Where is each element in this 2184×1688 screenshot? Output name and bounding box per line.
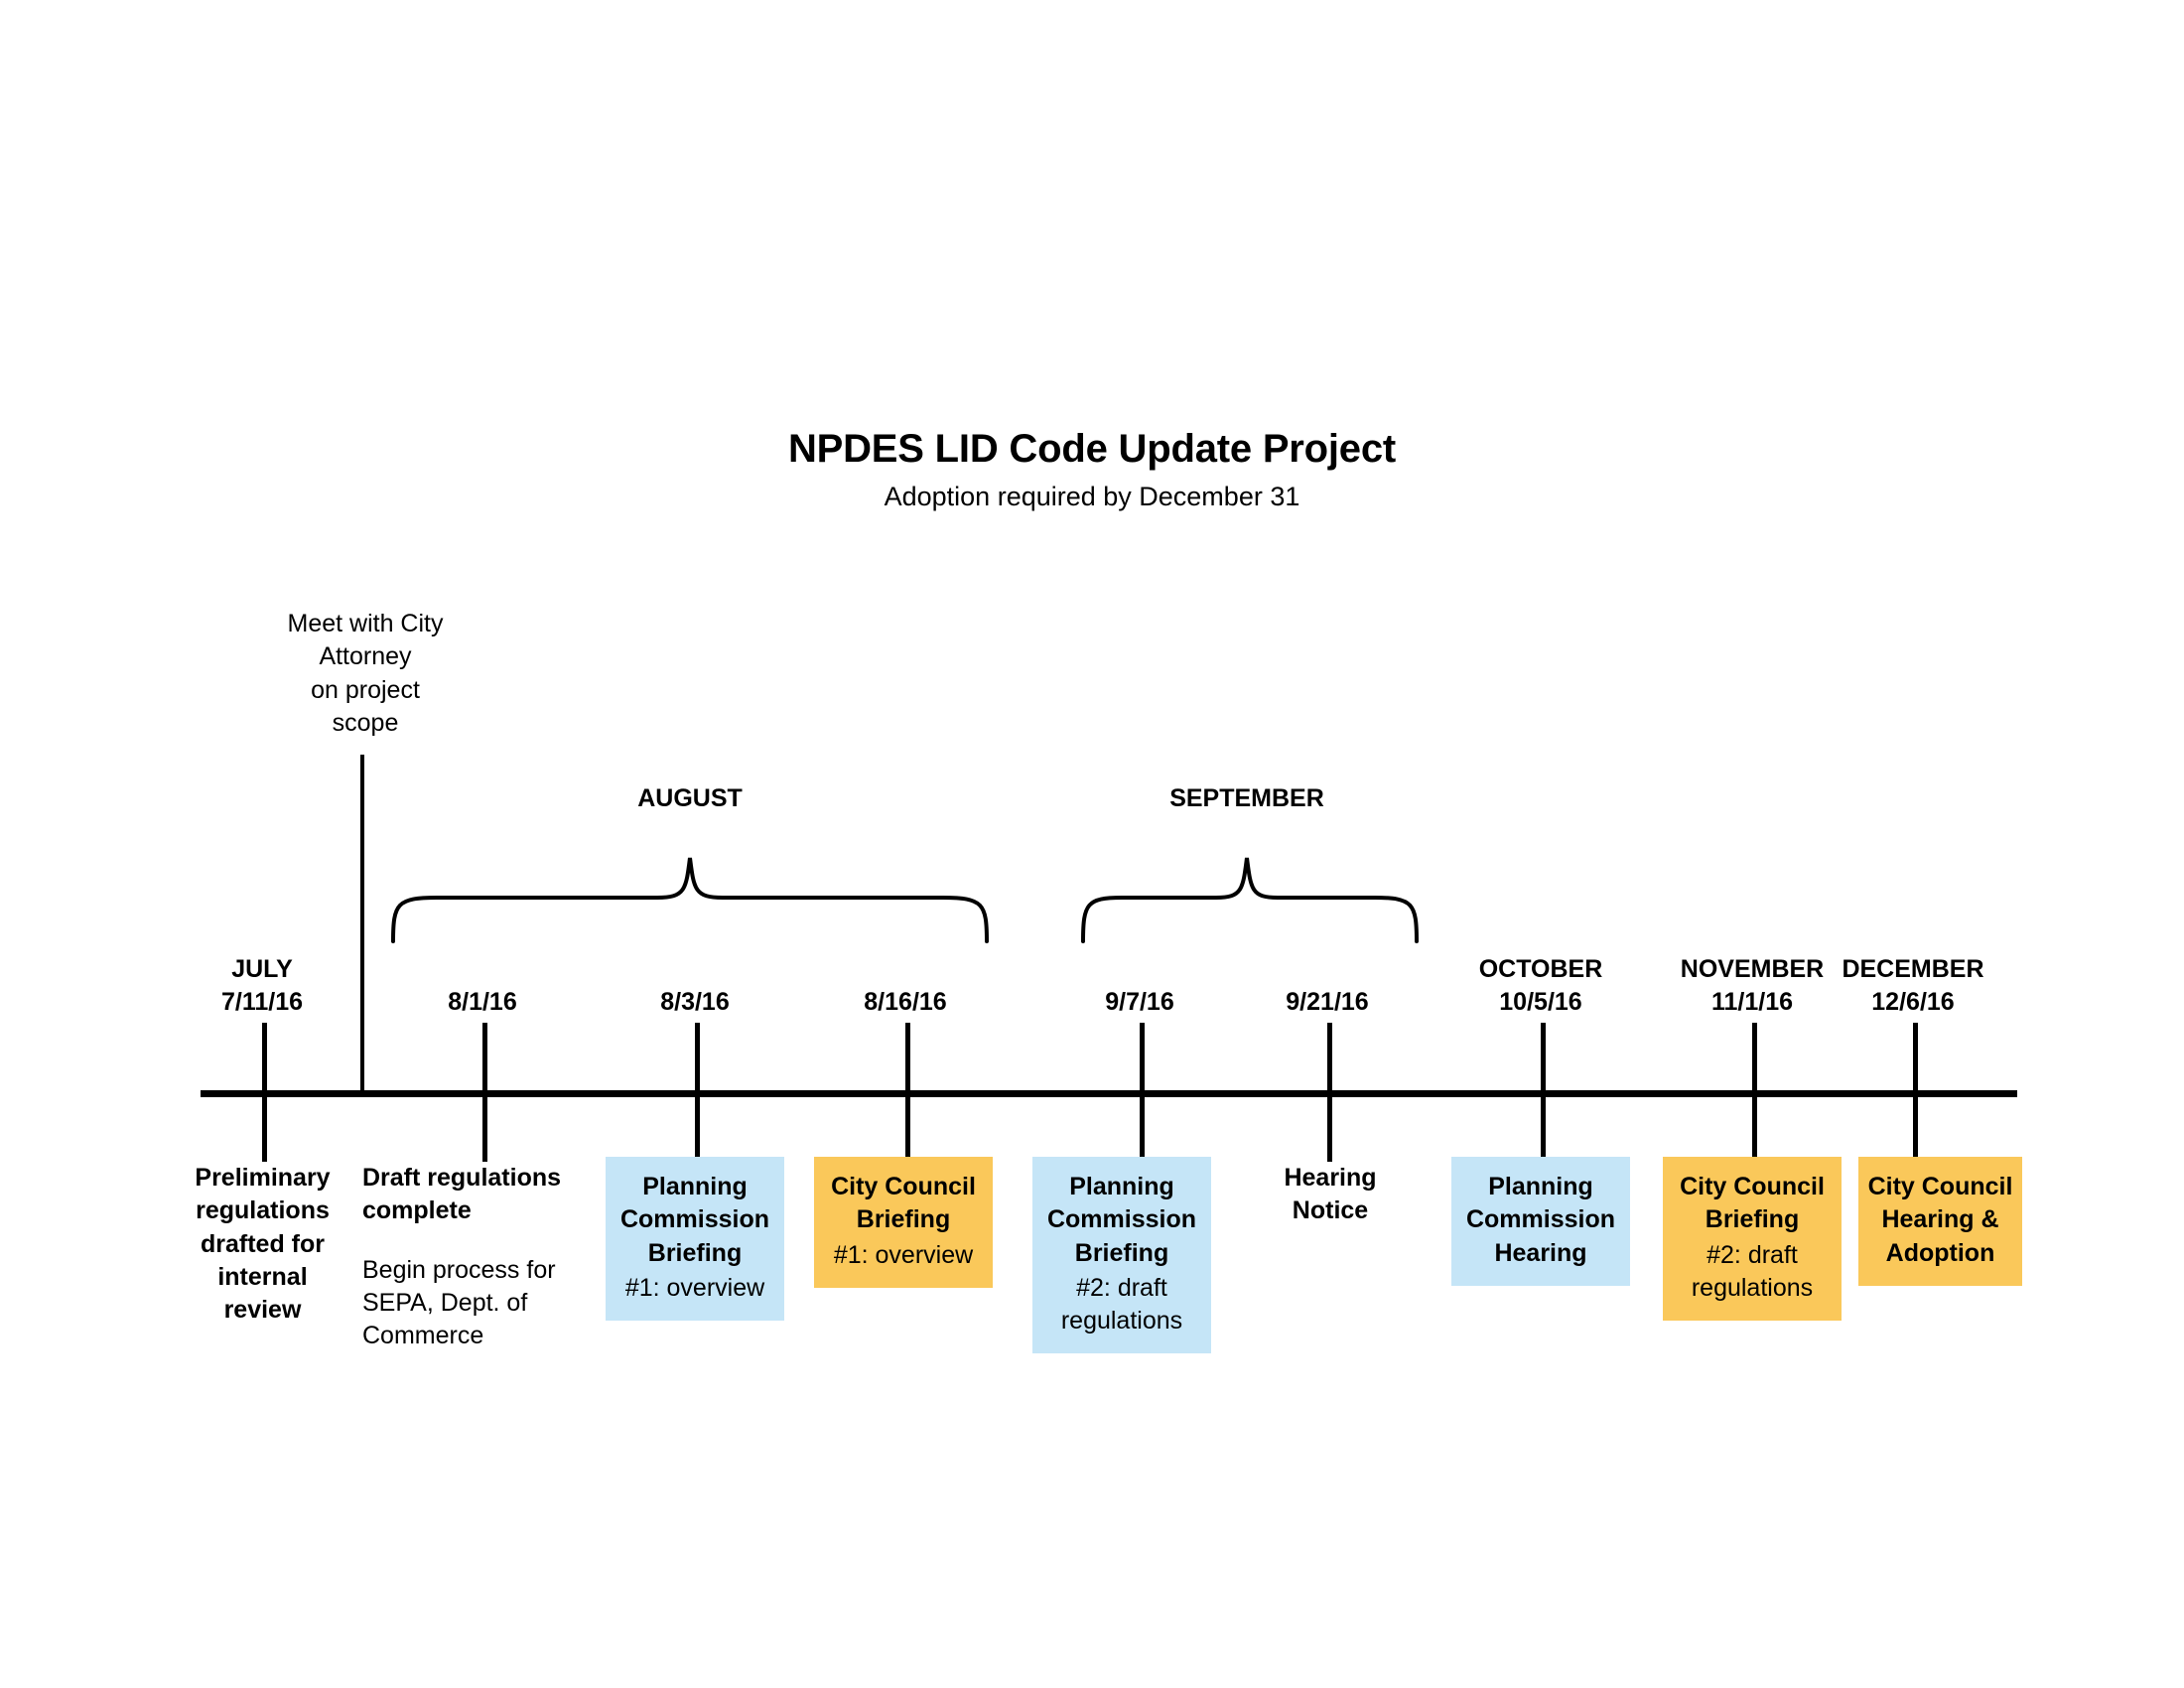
tick-mark <box>1752 1023 1757 1162</box>
date-label-date: 12/6/16 <box>1871 988 1955 1016</box>
tick-mark <box>905 1023 910 1162</box>
brace-august-icon <box>391 857 989 943</box>
brace-august <box>387 854 993 943</box>
date-label-5: 9/21/16 <box>1228 986 1427 1019</box>
date-label-date: 10/5/16 <box>1499 988 1582 1016</box>
date-label-date: 11/1/16 <box>1710 988 1794 1016</box>
brace-september-label: SEPTEMBER <box>1169 784 1324 812</box>
date-label-8: DECEMBER 12/6/16 <box>1814 953 2012 1019</box>
date-label-2: 8/3/16 <box>596 986 794 1019</box>
date-label-7: NOVEMBER 11/1/16 <box>1653 953 1851 1019</box>
tick-mark <box>1913 1023 1918 1162</box>
brace-september-icon <box>1081 857 1419 943</box>
date-label-date: 8/16/16 <box>864 988 947 1016</box>
milestone-sub: #1: overview <box>624 1273 765 1302</box>
page-title: NPDES LID Code Update Project <box>787 427 1397 471</box>
date-label-date: 8/1/16 <box>448 988 517 1016</box>
tick-mark <box>482 1023 487 1162</box>
date-label-date: 9/7/16 <box>1105 988 1174 1016</box>
timeline-axis <box>201 1090 2017 1097</box>
page-subtitle: Adoption required by December 31 <box>884 482 1300 511</box>
date-label-1: 8/1/16 <box>383 986 582 1019</box>
brace-august-label: AUGUST <box>637 784 743 812</box>
tick-mark <box>262 1023 267 1162</box>
attorney-connector-line <box>360 755 364 1094</box>
date-label-month: JULY <box>231 955 293 983</box>
tick-mark <box>1541 1023 1546 1162</box>
date-label-date: 8/3/16 <box>660 988 730 1016</box>
date-label-month: OCTOBER <box>1478 955 1603 983</box>
date-label-4: 9/7/16 <box>1040 986 1239 1019</box>
date-label-6: OCTOBER 10/5/16 <box>1441 953 1640 1019</box>
title-block: NPDES LID Code Update Project Adoption r… <box>0 427 2184 512</box>
date-label-month: NOVEMBER <box>1680 955 1825 983</box>
date-label-0: JULY 7/11/16 <box>163 953 361 1019</box>
date-label-date: 7/11/16 <box>220 988 304 1016</box>
date-label-month: DECEMBER <box>1842 955 1984 983</box>
tick-mark <box>1327 1023 1332 1162</box>
tick-mark <box>695 1023 700 1162</box>
date-label-3: 8/16/16 <box>806 986 1005 1019</box>
brace-september <box>1077 854 1425 943</box>
tick-mark <box>1140 1023 1145 1162</box>
milestone-sub: #1: overview <box>833 1240 974 1269</box>
date-label-date: 9/21/16 <box>1286 988 1369 1016</box>
